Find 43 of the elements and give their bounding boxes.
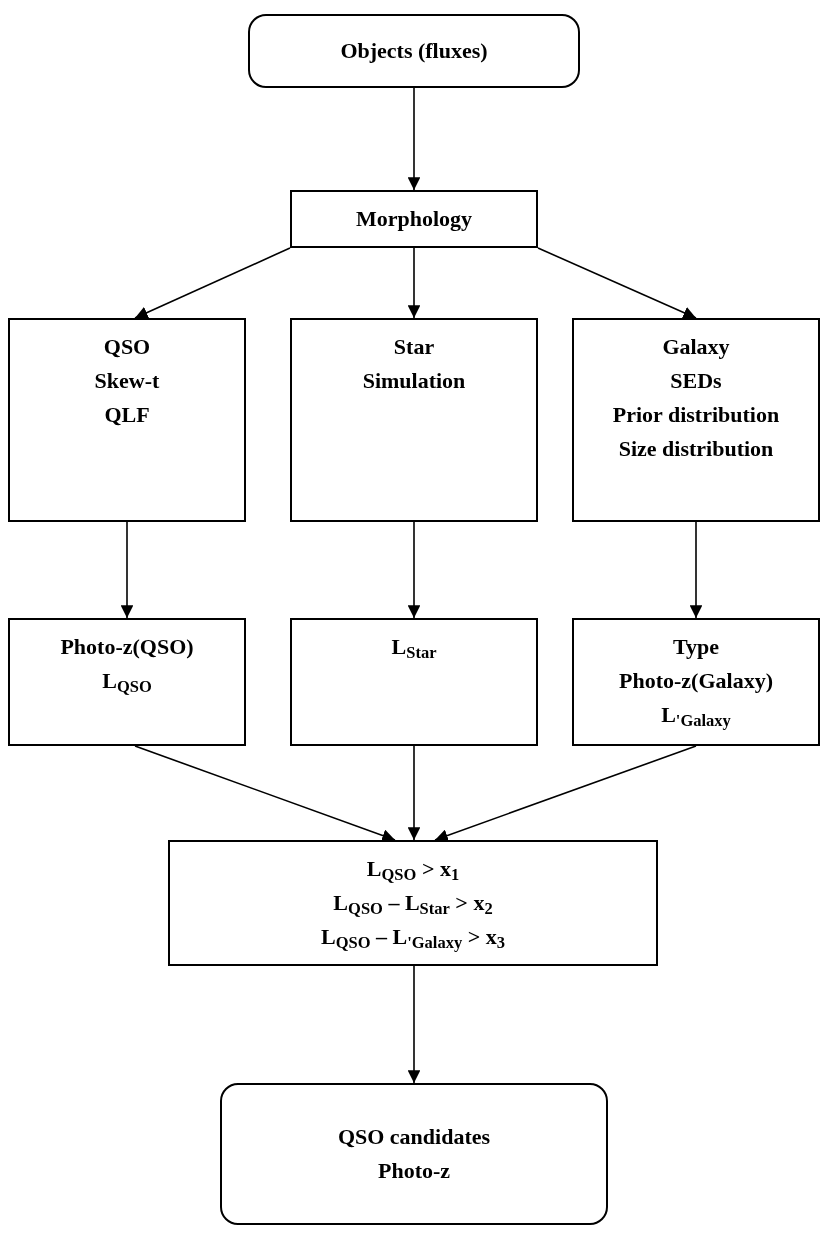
arrow xyxy=(407,87,421,191)
arrow xyxy=(407,965,421,1084)
box-text: Size distribution xyxy=(618,436,774,462)
box-text: Photo-z xyxy=(377,1158,451,1184)
box-text: Type xyxy=(672,634,719,660)
process-box xyxy=(290,190,538,248)
arrow xyxy=(134,745,396,842)
box-text: Morphology xyxy=(355,206,473,232)
arrow xyxy=(689,521,703,619)
box-text: Galaxy xyxy=(662,334,730,360)
box-text: Photo-z(QSO) xyxy=(60,634,194,660)
box-text: L$_{QSO}$ – L$_{Star}$ > x$_{2}$ xyxy=(333,890,493,916)
box-text: L$_{QSO}$ – L$_{'Galaxy}$ > x$_{3}$ xyxy=(320,924,505,950)
box-text: SEDs xyxy=(670,368,722,394)
box-text: L$_{Star}$ xyxy=(391,634,437,660)
box-text: QSO xyxy=(103,334,151,360)
box-text: L$_{QSO}$ > x$_{1}$ xyxy=(366,856,460,882)
arrow xyxy=(120,521,134,619)
process-box xyxy=(8,618,246,746)
box-text: Skew-t xyxy=(94,368,160,394)
arrow xyxy=(434,745,697,842)
terminal-box xyxy=(220,1083,608,1225)
arrow xyxy=(537,247,697,319)
box-text: L$_{'Galaxy}$ xyxy=(661,702,731,728)
box-text: Prior distribution xyxy=(612,402,780,428)
process-box xyxy=(572,618,820,746)
box-text: Photo-z(Galaxy) xyxy=(619,668,773,694)
box-text: L$_{QSO}$ xyxy=(102,668,152,694)
box-text: Star xyxy=(393,334,435,360)
terminal-box xyxy=(248,14,580,88)
process-box xyxy=(572,318,820,522)
process-box xyxy=(290,318,538,522)
arrow xyxy=(407,521,421,619)
arrow xyxy=(407,745,421,841)
box-text: QLF xyxy=(104,402,150,428)
box-text: Objects (fluxes) xyxy=(340,38,488,64)
box-text: QSO candidates xyxy=(337,1124,491,1150)
process-box xyxy=(8,318,246,522)
process-box xyxy=(290,618,538,746)
arrow xyxy=(134,247,291,319)
process-box xyxy=(168,840,658,966)
arrow xyxy=(407,247,421,319)
box-text: Simulation xyxy=(362,368,466,394)
